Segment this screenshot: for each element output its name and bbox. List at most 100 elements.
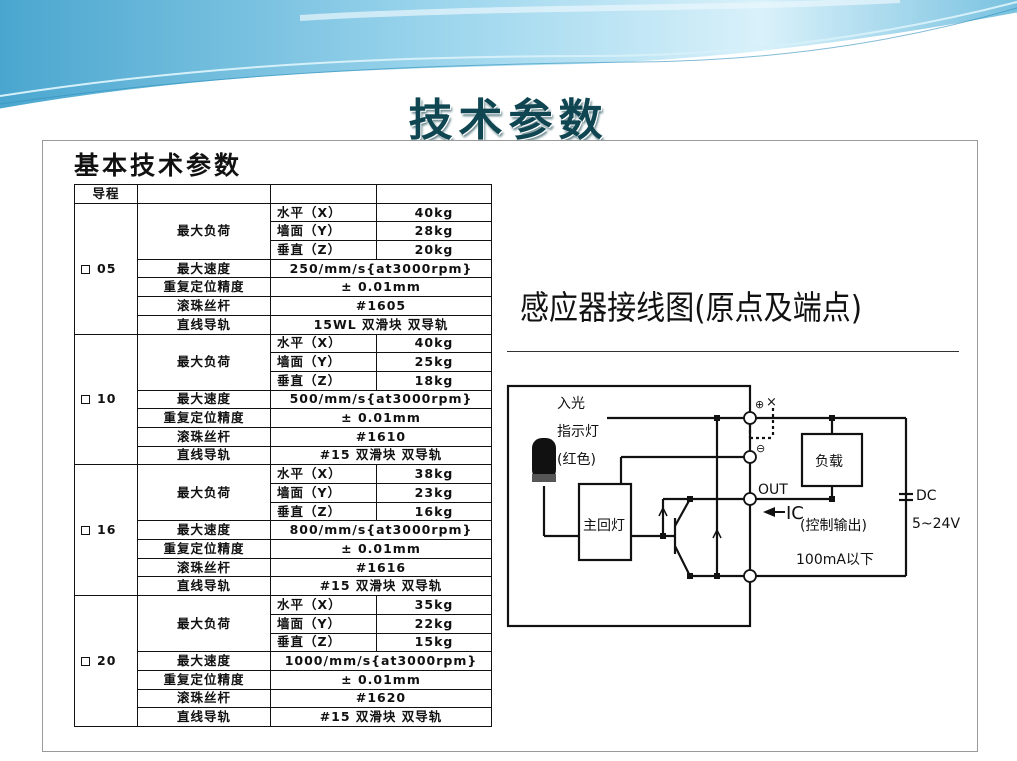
label-dc: DC — [916, 488, 937, 504]
param-value: ± 0.01mm — [270, 669, 492, 690]
load-value: 35kg — [376, 595, 492, 615]
load-value: 22kg — [376, 613, 492, 634]
param-label: 滚珠丝杆 — [137, 426, 271, 447]
load-value: 16kg — [376, 501, 492, 522]
axis-label: 墙面（Y） — [270, 221, 377, 242]
checkbox-square-icon — [81, 657, 90, 667]
table-row: 垂直（Z）16kg — [75, 501, 492, 522]
wiring-diagram: 入光 指示灯 (红色) 主回灯 负载 OUT IC (控制输出) 100mA以下… — [506, 384, 960, 628]
checkbox-square-icon — [81, 395, 90, 405]
wiring-title: 感应器接线图(原点及端点) — [520, 288, 863, 327]
axis-label: 垂直（Z） — [270, 370, 377, 391]
param-label: 最大速度 — [137, 389, 271, 410]
table-row: 直线导轨#15 双滑块 双导轨 — [75, 576, 492, 597]
param-label: 直线导轨 — [137, 445, 271, 466]
table-header-row: 导程 — [74, 184, 492, 204]
table-row: 垂直（Z）15kg — [75, 632, 492, 653]
table-row: 滚珠丝杆#1610 — [75, 426, 492, 447]
param-label: 重复定位精度 — [137, 539, 271, 559]
model-cell: 10 — [74, 333, 138, 466]
model-cell: 20 — [74, 595, 138, 727]
param-label: 滚珠丝杆 — [137, 296, 271, 316]
model-cell: 16 — [74, 464, 138, 597]
param-value: #1610 — [270, 426, 492, 447]
param-value: #1616 — [270, 557, 492, 578]
param-label: 最大速度 — [137, 520, 271, 541]
param-label: 滚珠丝杆 — [137, 688, 271, 709]
max-load-label: 最大负荷 — [137, 202, 271, 260]
param-value: 15WL 双滑块 双导轨 — [270, 314, 492, 335]
label-out: OUT — [758, 482, 788, 498]
load-value: 15kg — [376, 632, 492, 653]
table-row: 重复定位精度± 0.01mm — [75, 277, 492, 298]
param-value: #1620 — [270, 688, 492, 709]
table-row: 垂直（Z）20kg — [75, 240, 492, 260]
axis-label: 垂直（Z） — [270, 240, 377, 260]
table-row: 墙面（Y）22kg — [75, 613, 492, 634]
load-value: 20kg — [376, 240, 492, 260]
axis-label: 水平（X） — [270, 595, 377, 615]
terminal-out — [743, 492, 757, 506]
param-value: #15 双滑块 双导轨 — [270, 445, 492, 466]
param-value: 500/mm/s{at3000rpm} — [270, 389, 492, 410]
checkbox-square-icon — [81, 526, 90, 536]
param-value: #15 双滑块 双导轨 — [270, 576, 492, 597]
axis-label: 墙面（Y） — [270, 613, 377, 634]
param-label: 最大速度 — [137, 258, 271, 279]
load-value: 28kg — [376, 221, 492, 242]
param-value: 250/mm/s{at3000rpm} — [270, 258, 492, 279]
label-control-output: (控制输出) — [800, 518, 867, 534]
terminal-bottom — [743, 569, 757, 583]
table-row: 滚珠丝杆#1616 — [75, 557, 492, 578]
param-label: 直线导轨 — [137, 314, 271, 335]
label-minus-terminal: ⊖ — [756, 442, 765, 455]
label-current: 100mA以下 — [796, 552, 874, 568]
axis-label: 墙面（Y） — [270, 483, 377, 503]
max-load-label: 最大负荷 — [137, 333, 271, 391]
table-row: 滚珠丝杆#1605 — [75, 296, 492, 316]
terminal-plus — [743, 411, 757, 425]
param-label: 直线导轨 — [137, 707, 271, 727]
param-label: 重复定位精度 — [137, 408, 271, 428]
load-value: 25kg — [376, 352, 492, 372]
param-value: 800/mm/s{at3000rpm} — [270, 520, 492, 541]
axis-label: 水平（X） — [270, 464, 377, 484]
axis-label: 墙面（Y） — [270, 352, 377, 372]
checkbox-square-icon — [81, 264, 90, 274]
load-value: 18kg — [376, 370, 492, 391]
load-value: 40kg — [376, 333, 492, 354]
param-label: 滚珠丝杆 — [137, 557, 271, 578]
axis-label: 垂直（Z） — [270, 501, 377, 522]
axis-label: 水平（X） — [270, 202, 377, 223]
param-label: 重复定位精度 — [137, 277, 271, 298]
model-cell: 05 — [74, 202, 138, 335]
label-light-in: 入光 — [557, 396, 585, 412]
max-load-label: 最大负荷 — [137, 595, 271, 653]
param-value: ± 0.01mm — [270, 539, 492, 559]
label-x-mark: × — [766, 395, 777, 410]
load-value: 40kg — [376, 202, 492, 223]
param-value: #15 双滑块 双导轨 — [270, 707, 492, 727]
header-label: 导程 — [74, 184, 138, 204]
label-voltage: 5~24V — [912, 516, 960, 532]
label-plus-terminal: ⊕ — [755, 398, 764, 411]
label-red: (红色) — [557, 451, 596, 468]
param-label: 直线导轨 — [137, 576, 271, 597]
main-circuit-box — [577, 482, 633, 562]
param-value: ± 0.01mm — [270, 277, 492, 298]
param-label: 最大速度 — [137, 651, 271, 671]
slide-title: 技术参数 — [408, 95, 609, 146]
param-value: #1605 — [270, 296, 492, 316]
label-load: 负载 — [815, 454, 843, 470]
table-row: 滚珠丝杆#1620 — [75, 688, 492, 709]
